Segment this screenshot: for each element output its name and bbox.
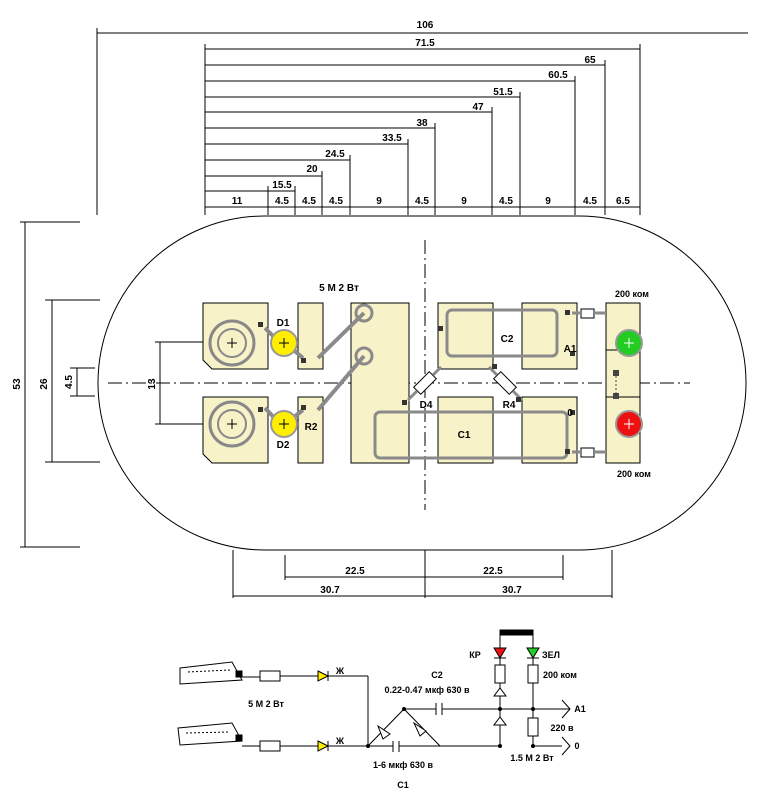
dim-row-4-5e: 4.5 xyxy=(499,196,513,207)
label-r4: R4 xyxy=(503,400,516,411)
dim-60-5: 60.5 xyxy=(548,70,568,81)
dim-51-5: 51.5 xyxy=(493,87,513,98)
sch-label-a1: A1 xyxy=(574,704,586,714)
sch-label-200k: 200 ком xyxy=(543,670,577,680)
dim-row-4-5b: 4.5 xyxy=(302,196,316,207)
dim-row-4-5a: 4.5 xyxy=(275,196,289,207)
schematic-resistor-bottom xyxy=(259,740,281,752)
sch-label-1-5m: 1.5 M 2 Вт xyxy=(510,753,554,763)
dim-24-5: 24.5 xyxy=(325,149,345,160)
pad-center-large xyxy=(350,302,410,464)
label-resistor-5m: 5 M 2 Вт xyxy=(319,283,359,294)
sch-label-c2-value: 0.22-0.47 мкф 630 в xyxy=(385,685,470,695)
dim-13: 13 xyxy=(147,378,158,390)
dim-row-11: 11 xyxy=(232,196,243,207)
pad-bottom-left xyxy=(202,396,269,464)
sch-label-zh-bottom: Ж xyxy=(335,736,345,746)
dim-15-5: 15.5 xyxy=(272,180,292,191)
label-d1: D1 xyxy=(277,318,290,329)
dim-47: 47 xyxy=(472,102,484,113)
dim-bottom-22-5-left: 22.5 xyxy=(345,566,365,577)
sch-label-c1: C1 xyxy=(397,780,409,790)
d4-component xyxy=(412,370,438,396)
dim-71-5: 71.5 xyxy=(415,38,435,49)
label-d4: D4 xyxy=(420,400,433,411)
left-dimensions xyxy=(20,221,205,548)
pad-c1-left xyxy=(437,396,494,464)
label-d2: D2 xyxy=(277,440,290,451)
socket-top-icon xyxy=(208,319,256,367)
dim-53: 53 xyxy=(12,378,23,390)
dim-38: 38 xyxy=(416,118,428,129)
top-dimensions xyxy=(96,28,748,215)
sch-label-c2: C2 xyxy=(431,670,443,680)
sch-label-5m: 5 M 2 Вт xyxy=(248,699,284,709)
dim-106: 106 xyxy=(417,20,434,31)
sch-label-zel: ЗЕЛ xyxy=(542,650,560,660)
schematic-resistor-top xyxy=(259,670,281,682)
sch-label-220v: 220 в xyxy=(550,723,574,733)
dim-row-4-5c: 4.5 xyxy=(329,196,343,207)
sch-label-kr: КР xyxy=(469,650,481,660)
socket-bottom-icon xyxy=(208,400,256,448)
dim-row-6-5: 6.5 xyxy=(616,196,630,207)
dim-65: 65 xyxy=(584,55,596,66)
via-top xyxy=(354,303,374,323)
board-outline xyxy=(97,215,747,551)
label-a1: A1 xyxy=(564,344,577,355)
label-zero: 0 xyxy=(567,408,573,419)
via-mid xyxy=(354,346,374,366)
dim-row-4-5d: 4.5 xyxy=(415,196,429,207)
sch-label-zero: 0 xyxy=(574,741,579,751)
banana-sockets xyxy=(208,319,256,448)
schematic xyxy=(177,629,571,756)
label-200k-bottom: 200 ком xyxy=(617,469,651,479)
dim-bottom-30-7-left: 30.7 xyxy=(320,585,340,596)
label-c1: C1 xyxy=(458,430,471,441)
dim-row-4-5f: 4.5 xyxy=(583,196,597,207)
dim-row-9c: 9 xyxy=(545,196,551,207)
dim-row-9b: 9 xyxy=(461,196,467,207)
solder-dots xyxy=(258,310,575,454)
dim-26: 26 xyxy=(39,378,50,390)
dim-bottom-30-7-right: 30.7 xyxy=(502,585,522,596)
dim-4-5-left: 4.5 xyxy=(64,375,75,389)
label-200k-top: 200 ком xyxy=(615,289,649,299)
label-r2: R2 xyxy=(305,422,318,433)
bottom-dimensions xyxy=(232,550,613,598)
label-c2: C2 xyxy=(501,334,514,345)
dim-row-9a: 9 xyxy=(376,196,382,207)
dim-bottom-22-5-right: 22.5 xyxy=(483,566,503,577)
dim-33-5: 33.5 xyxy=(382,133,402,144)
dim-20: 20 xyxy=(306,164,318,175)
sch-label-c1-value: 1-6 мкф 630 в xyxy=(373,760,433,770)
pad-top-left xyxy=(202,302,269,370)
sch-label-zh-top: Ж xyxy=(335,666,345,676)
r4-component xyxy=(492,370,518,396)
